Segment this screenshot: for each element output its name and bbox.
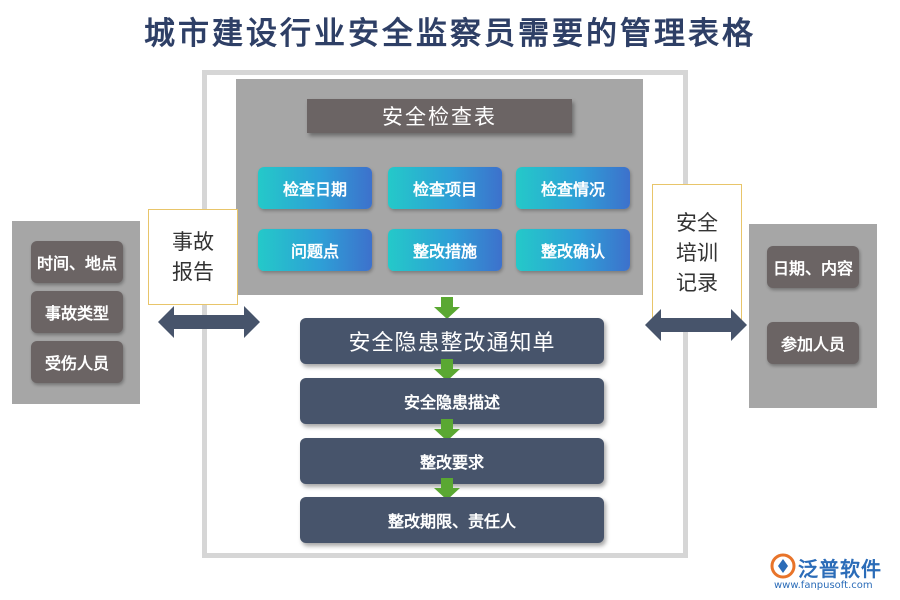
rectification-notice: 安全隐患整改通知单: [300, 318, 604, 364]
logo-mark-icon: [770, 553, 796, 579]
checklist-item-inspection-status: 检查情况: [516, 167, 630, 209]
down-arrow-icon: [434, 297, 460, 319]
callout-line: 报告: [172, 260, 214, 284]
left-item-time-place: 时间、地点: [31, 241, 123, 283]
left-item-injured: 受伤人员: [31, 341, 123, 383]
callout-line: 培训: [676, 240, 718, 265]
checklist-item-issue: 问题点: [258, 229, 372, 271]
checklist-item-confirmation: 整改确认: [516, 229, 630, 271]
logo-name: 泛普软件: [798, 557, 882, 581]
brand-logo: 泛普软件 www.fanpusoft.com: [770, 553, 892, 597]
callout-line: 安全: [676, 210, 718, 235]
checklist-header: 安全检查表: [307, 99, 572, 133]
down-arrow-icon: [434, 478, 460, 500]
right-item-participants: 参加人员: [767, 322, 859, 364]
checklist-item-inspection-date: 检查日期: [258, 167, 372, 209]
page-title: 城市建设行业安全监察员需要的管理表格: [144, 16, 756, 52]
double-arrow-icon: [158, 306, 260, 338]
left-item-accident-type: 事故类型: [31, 291, 123, 333]
checklist-item-measures: 整改措施: [388, 229, 502, 271]
logo-url: www.fanpusoft.com: [774, 580, 873, 591]
double-arrow-icon: [645, 309, 747, 341]
flow-step-requirements: 整改要求: [300, 438, 604, 484]
accident-report-callout: 事故 报告: [148, 209, 238, 305]
callout-line: 记录: [676, 270, 718, 295]
flow-step-deadline-owner: 整改期限、责任人: [300, 497, 604, 543]
safety-training-callout: 安全 培训 记录: [652, 184, 742, 321]
down-arrow-icon: [434, 359, 460, 381]
flow-step-hazard-description: 安全隐患描述: [300, 378, 604, 424]
down-arrow-icon: [434, 419, 460, 441]
right-item-date-content: 日期、内容: [767, 246, 859, 288]
callout-line: 事故: [172, 230, 214, 254]
checklist-item-inspection-item: 检查项目: [388, 167, 502, 209]
